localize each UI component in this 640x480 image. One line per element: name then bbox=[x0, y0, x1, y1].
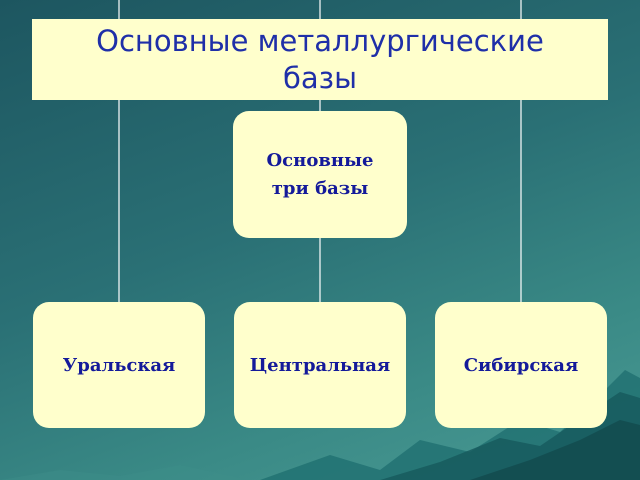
child-node-ural: Уральская bbox=[33, 302, 205, 428]
title-box: Основные металлургические базы bbox=[32, 19, 608, 100]
child-node-siberian: Сибирская bbox=[435, 302, 607, 428]
slide-title: Основные металлургические базы bbox=[96, 23, 544, 95]
child-node-label-ural: Уральская bbox=[62, 354, 176, 376]
root-node-label: Основные три базы bbox=[266, 149, 374, 199]
root-node-main-three-bases: Основные три базы bbox=[233, 111, 407, 238]
child-node-label-siberian: Сибирская bbox=[463, 354, 579, 376]
child-node-label-central: Центральная bbox=[249, 354, 391, 376]
child-node-central: Центральная bbox=[234, 302, 406, 428]
